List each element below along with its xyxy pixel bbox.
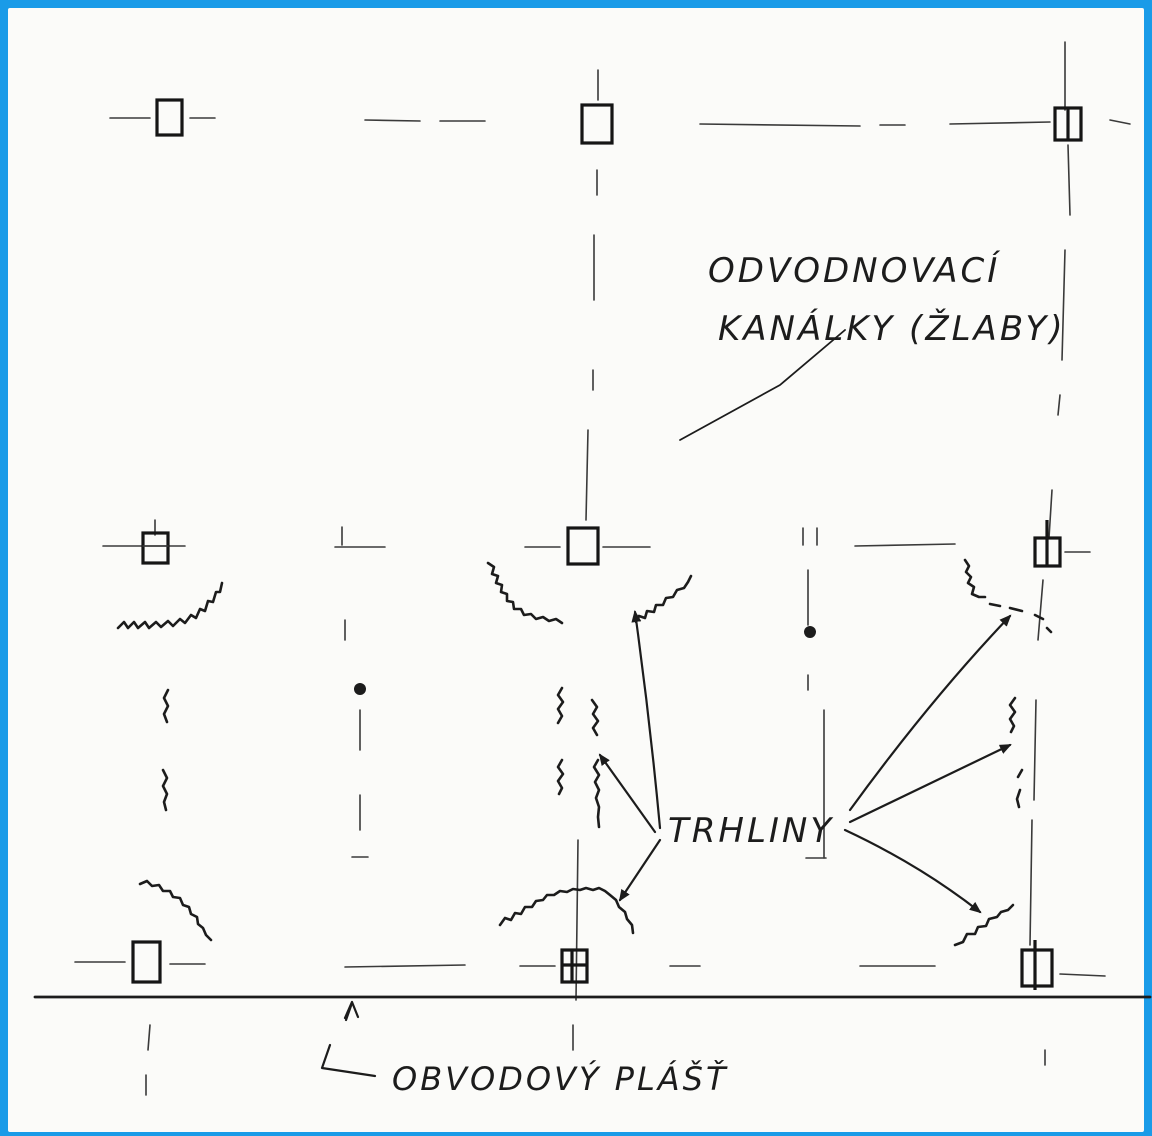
column-top-center	[580, 103, 614, 145]
perimeter-pointer	[320, 1001, 377, 1078]
drainage-channels-label-line2: KANÁLKY (ŽLABY)	[718, 308, 1066, 349]
column-top-left	[155, 98, 184, 137]
crack-arc-right	[963, 558, 1053, 634]
crack-arc-center-right	[634, 574, 693, 624]
arrow-to-center-crack	[598, 753, 657, 834]
column-bottom-center	[560, 948, 589, 984]
crack-arc-bottom-center	[498, 886, 635, 935]
crack-arc-bottom-left	[138, 879, 213, 942]
arrow-to-right-middle-crack	[848, 743, 1012, 824]
arrow-to-bottom-crack	[618, 838, 662, 902]
axis-secondary-right	[802, 527, 827, 859]
arrow-to-right-bottom-crack	[843, 828, 982, 914]
crack-arc-bottom-right	[953, 903, 1015, 947]
axis-left-vertical	[145, 519, 156, 1096]
cracks-label: TRHLINY	[668, 811, 834, 851]
perimeter-pointer-tip	[343, 1000, 360, 1020]
column-middle-right	[1033, 520, 1062, 568]
axis-secondary-left	[341, 526, 369, 858]
cracks	[116, 558, 1053, 947]
arrow-to-right-upper-crack	[848, 614, 1012, 812]
axis-top-horizontal	[109, 117, 1131, 127]
drainage-leader-line	[679, 329, 846, 441]
column-bottom-left	[131, 940, 162, 984]
drain-point-right	[804, 626, 816, 638]
crack-vertical-left	[161, 688, 170, 812]
axis-bottom-horizontal	[74, 961, 1106, 977]
axis-middle-horizontal	[102, 543, 1091, 553]
crack-arc-center-left	[486, 561, 564, 625]
column-bottom-right	[1020, 940, 1054, 990]
drain-point-left	[354, 683, 366, 695]
column-middle-center	[566, 526, 600, 566]
crack-arc-top-left	[116, 581, 224, 630]
axis-center-vertical	[572, 69, 599, 1051]
arrow-to-top-crack	[631, 610, 662, 830]
crack-vertical-right	[1008, 696, 1024, 809]
columns	[131, 98, 1083, 990]
column-top-right	[1053, 106, 1083, 142]
axis-right-vertical	[1029, 41, 1071, 1066]
drainage-channels-label-line1: ODVODNOVACÍ	[708, 250, 1001, 291]
grid-axes	[74, 41, 1131, 1096]
crack-vertical-center-a	[556, 686, 565, 796]
crack-arrows	[598, 610, 1012, 914]
perimeter-wall-label: OBVODOVÝ PLÁŠŤ	[392, 1059, 729, 1098]
column-middle-left	[141, 531, 170, 565]
crack-vertical-center-b	[590, 698, 601, 829]
